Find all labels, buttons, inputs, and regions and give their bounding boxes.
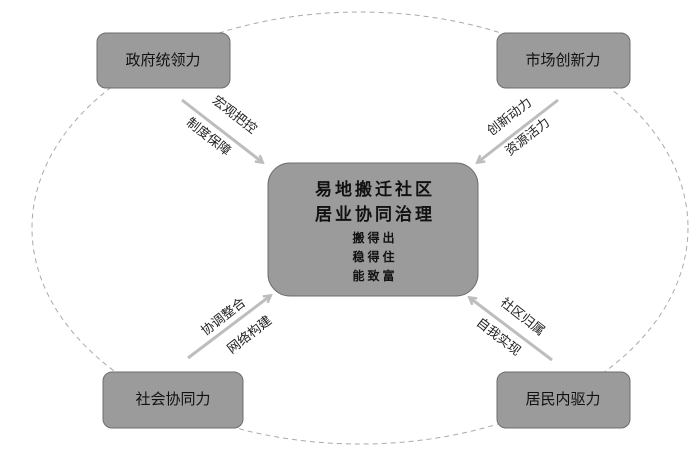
box-society: 社会协同力 bbox=[102, 371, 244, 429]
society-label: 社会协同力 bbox=[135, 390, 210, 408]
center-box: 易地搬迁社区 居业协同治理 搬得出 稳得住 能致富 bbox=[267, 162, 479, 297]
label-macro-control: 宏观把控 bbox=[209, 93, 259, 137]
label-self-realization: 自我实现 bbox=[473, 315, 523, 359]
government-label: 政府统领力 bbox=[125, 51, 200, 69]
arrow-government bbox=[181, 98, 262, 162]
box-market: 市场创新力 bbox=[496, 32, 631, 89]
center-goal-3: 能致富 bbox=[352, 268, 397, 283]
center-title-line2: 居业协同治理 bbox=[315, 204, 435, 225]
arrow-society bbox=[187, 296, 270, 360]
center-title-line1: 易地搬迁社区 bbox=[315, 179, 435, 200]
dashed-ellipse bbox=[31, 11, 689, 445]
arrow-market bbox=[478, 98, 559, 162]
box-residents: 居民内驱力 bbox=[496, 371, 631, 429]
market-label: 市场创新力 bbox=[525, 51, 600, 69]
box-government: 政府统领力 bbox=[96, 32, 231, 89]
residents-label: 居民内驱力 bbox=[525, 390, 600, 408]
arrow-residents bbox=[470, 298, 553, 362]
center-goal-2: 稳得住 bbox=[352, 249, 397, 264]
center-goal-1: 搬得出 bbox=[352, 230, 397, 245]
